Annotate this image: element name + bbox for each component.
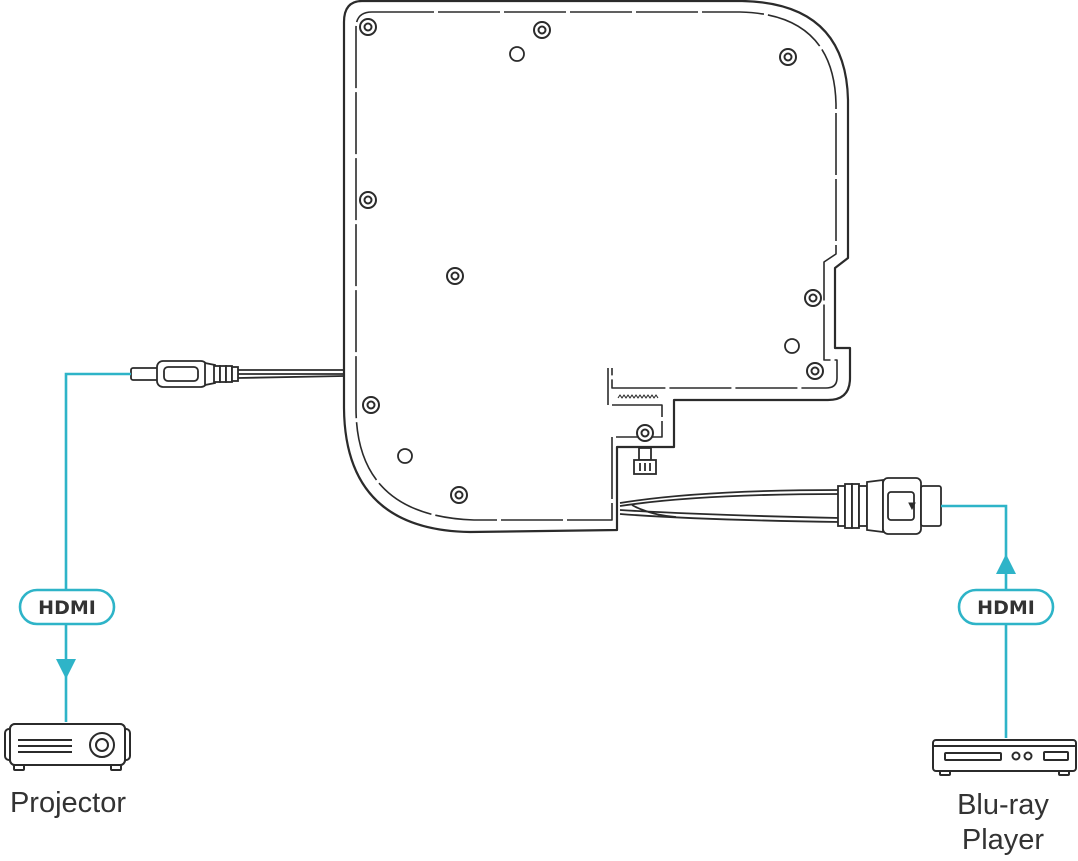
board-connector-stub-icon bbox=[633, 447, 657, 475]
left-arrow-down-icon bbox=[56, 659, 76, 679]
right-arrow-up-icon bbox=[996, 554, 1016, 574]
hole-icon bbox=[784, 338, 800, 354]
hole-icon bbox=[397, 448, 413, 464]
right-hdmi-badge: HDMI bbox=[957, 588, 1055, 626]
screw-icon bbox=[450, 486, 468, 504]
projector-icon bbox=[4, 723, 131, 771]
screw-icon bbox=[359, 191, 377, 209]
bluray-label-line1: Blu-ray bbox=[957, 789, 1049, 821]
left-hdmi-badge: HDMI bbox=[18, 588, 116, 626]
screw-icon bbox=[446, 267, 464, 285]
hole-icon bbox=[509, 46, 525, 62]
screw-icon bbox=[779, 48, 797, 66]
screw-icon bbox=[806, 362, 824, 380]
right-hdmi-badge-label: HDMI bbox=[977, 597, 1035, 619]
left-pigtail-cable bbox=[237, 369, 345, 379]
projector-label: Projector bbox=[10, 787, 126, 819]
screw-icon bbox=[362, 396, 380, 414]
left-hdmi-plug-icon bbox=[130, 360, 239, 388]
screw-icon bbox=[636, 424, 654, 442]
bluray-player-icon bbox=[932, 739, 1077, 776]
board-holes bbox=[397, 46, 800, 464]
screw-icon bbox=[533, 21, 551, 39]
wall-plate-board-icon bbox=[342, 0, 852, 534]
left-hdmi-connection bbox=[64, 372, 131, 722]
board-screws bbox=[359, 18, 824, 504]
left-hdmi-badge-label: HDMI bbox=[38, 597, 96, 619]
right-pigtail-cable bbox=[619, 489, 841, 523]
bluray-label-line2: Player bbox=[962, 824, 1045, 856]
screw-icon bbox=[804, 289, 822, 307]
right-hdmi-plug-icon bbox=[837, 477, 942, 535]
screw-icon bbox=[359, 18, 377, 36]
